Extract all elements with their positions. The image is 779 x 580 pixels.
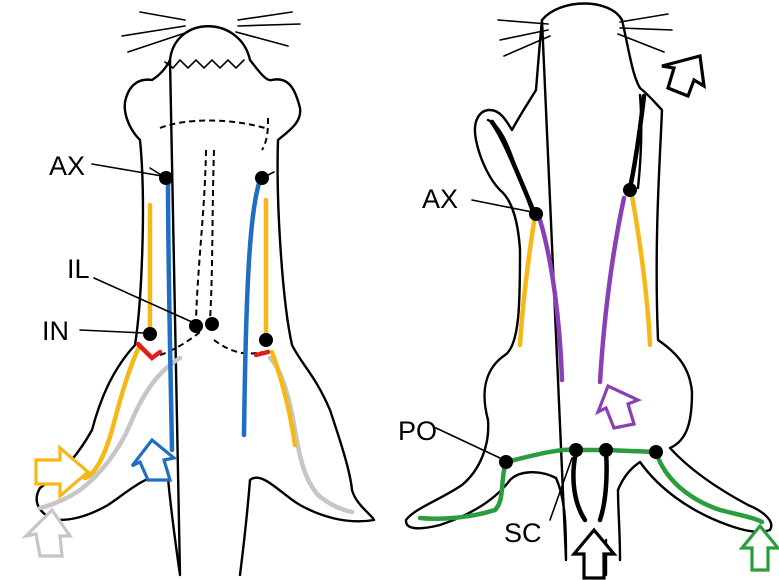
vessel-black-sciatic-right (600, 452, 607, 520)
label-il-ventral: IL (67, 254, 90, 284)
label-sc-dorsal: SC (504, 518, 542, 548)
vessel-purple-right (600, 198, 624, 382)
lymph-node-ax-right (255, 171, 269, 185)
ventral-mouse-panel: AX IL IN (26, 12, 374, 575)
lymph-node-in-left (143, 327, 157, 341)
lymph-node-il-right (205, 317, 219, 331)
lymph-node-po-right (649, 445, 663, 459)
vessel-red-right (256, 352, 268, 355)
dorsal-left-arm-line (492, 122, 534, 212)
lymph-node-sc-right (599, 443, 613, 457)
dorsal-mouse-panel: AX PO SC (398, 4, 778, 579)
vessel-red-left (138, 344, 160, 358)
vessel-blue-left (168, 180, 172, 450)
dorsal-body-outline (406, 4, 771, 576)
vessel-green-right (656, 452, 762, 522)
ventral-midline (196, 150, 206, 320)
label-po-dorsal: PO (398, 416, 437, 446)
vessel-yellow-dorsal-right (632, 196, 650, 345)
vessel-blue-right (244, 180, 260, 435)
lymph-node-sc-left (569, 443, 583, 457)
vessel-yellow-right-lower (272, 352, 295, 445)
leader-po-dorsal (436, 428, 500, 458)
dorsal-whiskers (498, 14, 672, 56)
injection-arrow-purple (598, 386, 638, 428)
label-in-ventral: IN (42, 316, 69, 346)
ventral-groin-dashes (160, 332, 200, 355)
ventral-whiskers (122, 12, 300, 52)
lymph-node-ax-dorsal-left (529, 207, 543, 221)
vessel-black-sciatic-left (573, 452, 585, 520)
ventral-groin-dashes-2 (214, 340, 262, 354)
ventral-body-outline (37, 26, 374, 575)
ventral-midline-2 (210, 150, 214, 320)
leader-in-ventral (80, 330, 144, 333)
injection-arrow-blue (132, 440, 174, 480)
ventral-collar-dashes (160, 121, 265, 129)
leader-ax-dorsal (472, 200, 532, 212)
injection-arrow-black-forepaw (662, 56, 704, 96)
lymph-node-po-left (499, 455, 513, 469)
ventral-chin-marks (165, 60, 244, 68)
vessel-yellow-dorsal-left (520, 222, 534, 345)
lymph-node-ax-dorsal-right (623, 183, 637, 197)
label-ax-dorsal: AX (422, 184, 458, 214)
vessel-green-left (420, 462, 506, 519)
injection-arrow-grey (26, 510, 70, 556)
ventral-collar-dashes-2 (262, 118, 268, 150)
label-ax-ventral: AX (49, 151, 85, 181)
lymph-node-ax-left (159, 171, 173, 185)
leader-il-ventral (94, 278, 192, 322)
leader-ax-ventral (92, 164, 162, 176)
injection-arrow-black-tail (574, 530, 614, 578)
injection-arrow-green (742, 526, 778, 570)
lymph-node-in-right (259, 333, 273, 347)
dorsal-left-arm-tube (488, 120, 532, 212)
